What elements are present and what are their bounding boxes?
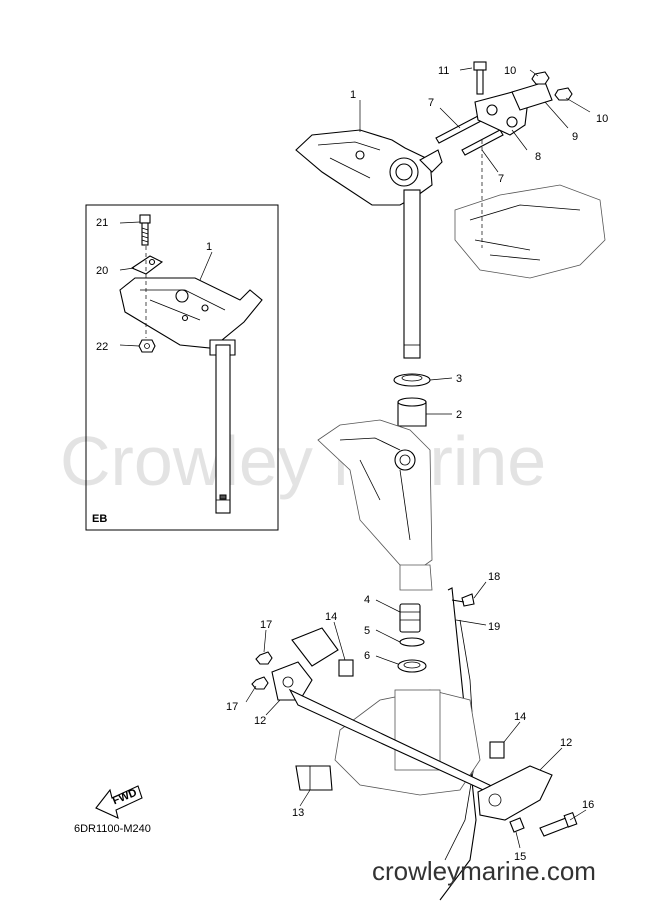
pad-14a [338, 659, 354, 677]
callout-4: 4 [364, 594, 370, 606]
callout-1-inset: 1 [206, 241, 212, 253]
inset-steering-arm [119, 277, 263, 514]
seal-6 [397, 659, 427, 673]
inset-frame [85, 204, 279, 531]
bushing-3 [393, 373, 431, 387]
bracket-12-right [477, 765, 553, 821]
nut-10b [554, 87, 573, 101]
damper-4 [399, 603, 421, 633]
bracket-12-left [271, 661, 313, 701]
inset-plate-20 [130, 255, 164, 275]
bolt-11 [473, 61, 487, 95]
watermark: Crowley Marine [60, 422, 546, 500]
callout-14b: 14 [514, 711, 526, 723]
callout-21: 21 [96, 217, 108, 229]
callout-17b: 17 [226, 701, 238, 713]
damper-13 [295, 765, 333, 791]
pad-14b [489, 741, 505, 759]
callout-17a: 17 [260, 619, 272, 631]
inset-bolt-21 [139, 214, 151, 246]
callout-6: 6 [364, 650, 370, 662]
callout-7b: 7 [498, 173, 504, 185]
bushing-2 [397, 397, 427, 427]
nut-17a [255, 651, 273, 665]
callout-19: 19 [488, 621, 500, 633]
o-ring-5 [399, 637, 425, 647]
screw-18 [451, 593, 475, 607]
callout-14a: 14 [325, 611, 337, 623]
callout-1: 1 [350, 89, 356, 101]
callout-2: 2 [456, 409, 462, 421]
callout-12a: 12 [254, 715, 266, 727]
callout-8: 8 [535, 151, 541, 163]
diagram-code: 6DR1100-M240 [74, 823, 151, 835]
callout-5: 5 [364, 625, 370, 637]
callout-10a: 10 [504, 65, 516, 77]
bolt-16 [539, 811, 578, 837]
fwd-arrow-icon: FWD [95, 785, 143, 819]
swivel-bracket [317, 419, 433, 591]
ghost-cowling [454, 184, 606, 279]
callout-15: 15 [514, 851, 526, 863]
callout-18: 18 [488, 571, 500, 583]
cover-14-left [291, 627, 339, 667]
plate-9 [511, 81, 553, 111]
inset-label: EB [92, 513, 107, 525]
screw-15 [509, 817, 525, 833]
callout-20: 20 [96, 265, 108, 277]
callout-12b: 12 [560, 737, 572, 749]
inset-nut-22 [138, 339, 156, 353]
nut-17b [251, 676, 269, 690]
steering-arm [295, 129, 443, 359]
callout-10b: 10 [596, 113, 608, 125]
callout-3: 3 [456, 373, 462, 385]
site-text: crowleymarine.com [372, 856, 596, 886]
callout-16: 16 [582, 799, 594, 811]
leader-lines [119, 67, 591, 849]
callout-22: 22 [96, 341, 108, 353]
callout-7a: 7 [428, 97, 434, 109]
callout-11: 11 [438, 65, 449, 77]
callout-9: 9 [572, 131, 578, 143]
callout-13: 13 [292, 807, 304, 819]
